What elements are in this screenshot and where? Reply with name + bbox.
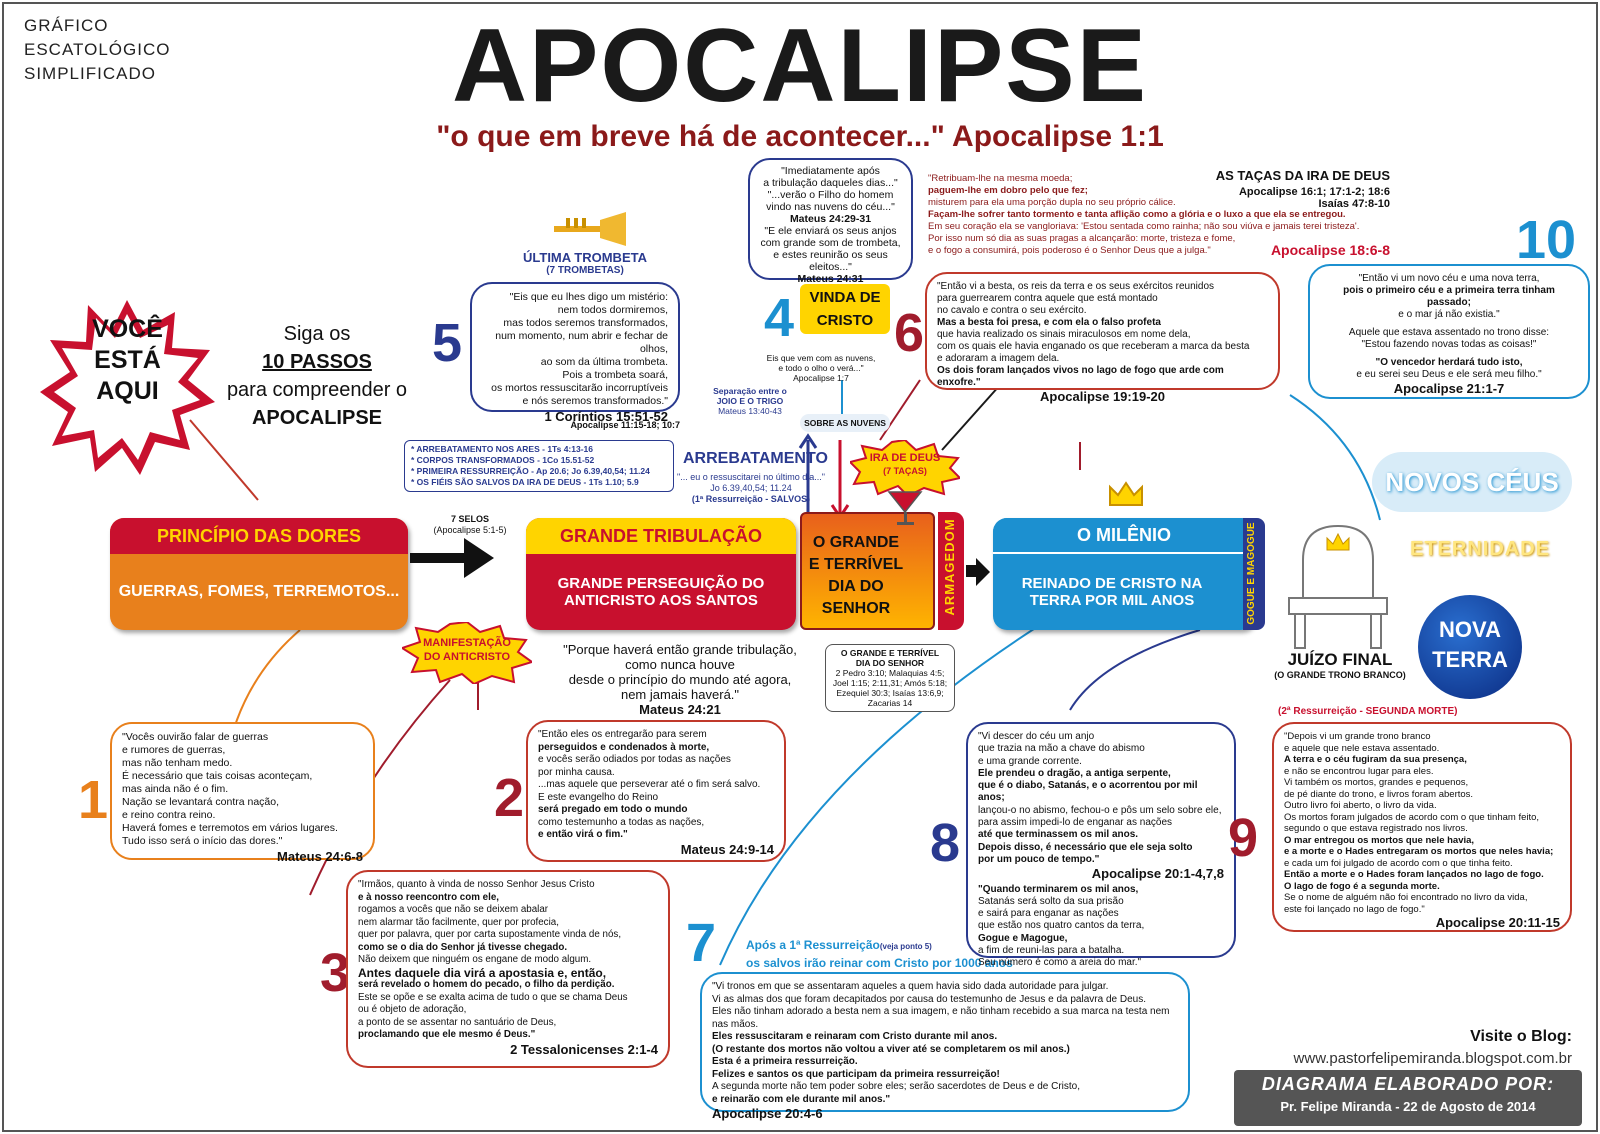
blog-url[interactable]: www.pastorfelipemiranda.blogspot.com.br (1293, 1050, 1572, 1067)
step-1-number: 1 (78, 770, 109, 830)
stage-grande-tribulacao: GRANDE TRIBULAÇÃO GRANDE PERSEGUIÇÃO DO … (526, 518, 796, 630)
page-title: APOCALIPSE (451, 8, 1149, 124)
armagedom-band: ARMAGEDOM (938, 512, 964, 630)
seven-seals-label: 7 SELOS (Apocalipse 5:1-5) (433, 514, 507, 535)
arrebatamento-list: * ARREBATAMENTO NOS ARES - 1Ts 4:13-16 *… (404, 440, 674, 492)
step-6-number: 6 (894, 303, 925, 363)
blog-label: Visite o Blog: (1470, 1028, 1572, 1045)
arrow-head-3 (976, 558, 990, 586)
mateus-2429-quote: "Imediatamente após a tribulação daquele… (748, 158, 913, 285)
step-8-number: 8 (930, 813, 961, 873)
ira-text: IRA DE DEUS (7 TAÇAS) (869, 452, 941, 476)
stage-principio-head: PRINCÍPIO DAS DORES (110, 518, 408, 554)
stage-milenio-body: REINADO DE CRISTO NA TERRA POR MIL ANOS (1021, 575, 1203, 609)
gogue-magogue-label: GOGUE E MAGOGUE (1246, 522, 1257, 625)
arrow-shaft-1 (410, 553, 466, 563)
gogue-magogue-band: GOGUE E MAGOGUE (1243, 518, 1265, 630)
vinda-de-cristo-label: VINDA DE CRISTO (800, 284, 890, 334)
follow-steps-note: Siga os 10 PASSOS para compreender o APO… (226, 323, 408, 429)
stage-principio-body: GUERRAS, FOMES, TERREMOTOS... (118, 583, 400, 600)
step-6-quote: "Então vi a besta, os reis da terra e os… (925, 272, 1280, 403)
grande-dia-refs: O GRANDE E TERRÍVEL DIA DO SENHOR 2 Pedr… (825, 644, 955, 712)
page-subtitle: "o que em breve há de acontecer..." Apoc… (436, 120, 1164, 153)
connector-step-10 (1289, 394, 1381, 521)
sobre-nuvens-cloud: SOBRE AS NUVENS (800, 414, 890, 432)
stage-grande-dia-body: O GRANDE E TERRÍVEL DIA DO SENHOR (808, 534, 904, 617)
step-10-quote: "Então vi um novo céu e uma nova terra, … (1308, 264, 1590, 399)
arrow-shaft-3 (966, 565, 978, 577)
tacas-ref: Apocalipse 18:6-8 (1270, 242, 1390, 258)
vinda-quote: Eis que vem com as nuvens, e todo o olho… (766, 353, 876, 383)
tacas-refs: Apocalipse 16:1; 17:1-2; 18:6 Isaías 47:… (1238, 186, 1390, 210)
starburst-shape (40, 300, 215, 475)
step-2-number: 2 (494, 768, 525, 828)
manifestacao-burst (399, 620, 535, 686)
credit-box: DIAGRAMA ELABORADO POR: Pr. Felipe Miran… (1234, 1070, 1582, 1126)
connector-step-6 (879, 379, 921, 441)
step-1-quote: "Vocês ouvirão falar de guerras e rumore… (110, 722, 375, 863)
corner-label: GRÁFICO ESCATOLÓGICO SIMPLIFICADO (24, 16, 171, 83)
ira-burst (848, 438, 962, 498)
step-7-heading: Após a 1ª Ressurreição(veja ponto 5) (746, 938, 932, 952)
trumpet-icon (554, 212, 626, 246)
connector-step-8 (1069, 629, 1201, 711)
step-8-quote: "Vi descer do céu um anjo que trazia na … (966, 722, 1236, 968)
step-5-ref2: Apocalipse 11:15-18; 10:7 (570, 420, 680, 430)
throne-icon (1288, 524, 1388, 649)
stage-tribulacao-head: GRANDE TRIBULAÇÃO (526, 518, 796, 554)
step-5-number: 5 (432, 313, 463, 373)
step-7-subheading: os salvos irão reinar com Cristo por 100… (746, 956, 1013, 970)
armagedom-label: ARMAGEDOM (942, 518, 957, 616)
stage-principio-das-dores: PRINCÍPIO DAS DORES GUERRAS, FOMES, TERR… (110, 518, 408, 630)
you-are-here-text: VOCÊ ESTÁ AQUI (92, 315, 163, 405)
step-3-quote: "Irmãos, quanto à vinda de nosso Senhor … (346, 870, 670, 1068)
tacas-section: AS TAÇAS DA IRA DE DEUS Apocalipse 16:1;… (928, 168, 1390, 258)
tacas-title: AS TAÇAS DA IRA DE DEUS (1215, 168, 1390, 183)
eternidade-label: ETERNIDADE (1409, 538, 1550, 560)
step-3-number: 3 (320, 943, 351, 1003)
tribulacao-quote: "Porque haverá então grande tribulação, … (563, 642, 797, 717)
you-are-here-badge: VOCÊ ESTÁ AQUI (40, 300, 215, 475)
step-9-number: 9 (1228, 808, 1259, 868)
connector-step-7 (719, 624, 1041, 966)
step-7-quote: "Vi tronos em que se assentaram aqueles … (700, 972, 1190, 1120)
ira-de-deus-badge: IRA DE DEUS (7 TAÇAS) (848, 438, 962, 498)
novos-ceus-cloud: NOVOS CÉUS (1372, 452, 1572, 512)
stage-tribulacao-body: GRANDE PERSEGUIÇÃO DO ANTICRISTO AOS SAN… (557, 575, 765, 609)
manifestacao-text: MANIFESTAÇÃO DO ANTICRISTO (423, 637, 511, 663)
step-5-quote: "Eis que eu lhes digo um mistério: nem t… (470, 282, 680, 423)
step-9-heading: (2ª Ressurreição - SEGUNDA MORTE) (1278, 706, 1458, 717)
nova-terra-globe: NOVA TERRA (1418, 595, 1522, 699)
stage-milenio: O MILÊNIO REINADO DE CRISTO NA TERRA POR… (993, 518, 1255, 630)
juizo-final-label: JUÍZO FINAL (O GRANDE TRONO BRANCO) (1274, 650, 1406, 680)
step-2-quote: "Então eles os entregarão para serem per… (526, 720, 786, 862)
ultima-trombeta-label: ÚLTIMA TROMBETA (7 TROMBETAS) (523, 250, 647, 276)
arrebatamento-lines: "... eu o ressuscitarei no último dia...… (677, 472, 825, 504)
arrebatamento-title: ARREBATAMENTO (683, 450, 828, 467)
wine-cup-icon (887, 491, 923, 525)
step-4-number: 4 (764, 288, 795, 348)
connector-you-are-here (189, 419, 259, 501)
stage-grande-dia: O GRANDE E TERRÍVEL DIA DO SENHOR (800, 512, 935, 630)
arrow-head-1 (464, 538, 494, 578)
manifestacao-anticristo-badge: MANIFESTAÇÃO DO ANTICRISTO (399, 620, 535, 686)
step-9-quote: "Depois vi um grande trono branco e aque… (1272, 722, 1572, 932)
stage-milenio-head: O MILÊNIO (993, 518, 1255, 554)
step-7-number: 7 (686, 913, 717, 973)
separacao-label: Separação entre o JOIO E O TRIGO Mateus … (713, 386, 787, 416)
step-10-number: 10 (1516, 210, 1577, 270)
crown-icon (1109, 481, 1143, 506)
